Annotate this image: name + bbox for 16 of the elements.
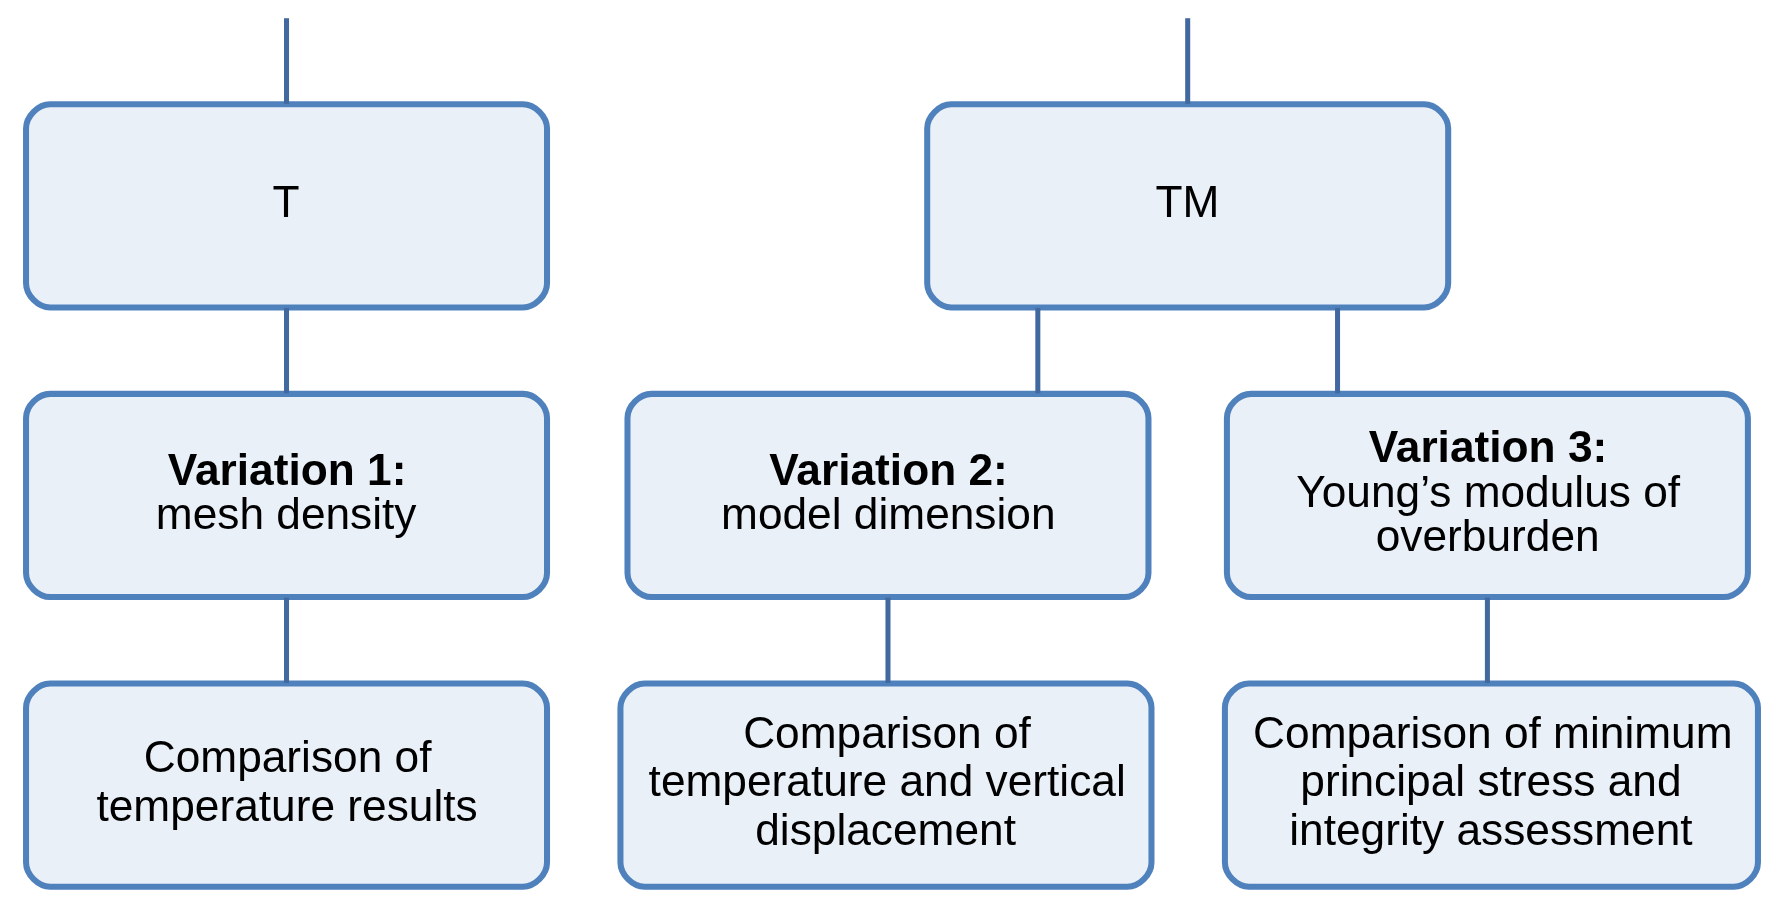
node-box: Comparison of temperature and vertical displacement [616, 680, 1154, 890]
node-box: Comparison of minimum principal stress and integrity assessment [1221, 680, 1761, 890]
connector [1034, 307, 1040, 394]
node-box: Variation 3: Young’s modulus of overburden [1223, 390, 1751, 601]
connector [283, 597, 289, 683]
connector [1184, 18, 1190, 104]
connector [1334, 307, 1340, 394]
node-box: TM [923, 101, 1451, 311]
node-box: T [22, 101, 550, 311]
connector [283, 307, 289, 394]
connector [1484, 597, 1490, 683]
connector [283, 18, 289, 104]
connector [884, 597, 890, 683]
node-box: Variation 2: model dimension [623, 390, 1151, 601]
node-box: Variation 1: mesh density [22, 390, 550, 601]
node-box: Comparison of temperature results [22, 680, 550, 890]
